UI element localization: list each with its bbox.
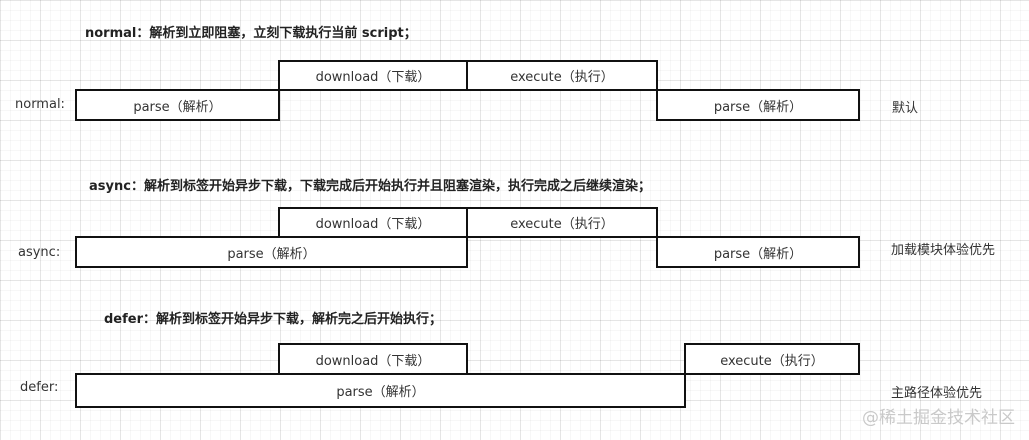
watermark: @稀土掘金技术社区 — [862, 408, 1015, 428]
defer-parse-box: parse（解析） — [75, 373, 686, 408]
async-heading: async：解析到标签开始异步下载，下载完成后开始执行并且阻塞渲染，执行完成之后… — [89, 179, 651, 194]
normal-note: 默认 — [892, 101, 919, 116]
defer-execute-box: execute（执行） — [684, 343, 860, 375]
defer-note: 主路径体验优先 — [891, 386, 983, 401]
normal-download-box: download（下载） — [278, 60, 468, 91]
normal-heading: normal：解析到立即阻塞，立刻下载执行当前 script； — [85, 26, 417, 41]
async-parse-box-1: parse（解析） — [75, 236, 468, 268]
defer-download-box: download（下载） — [278, 343, 468, 375]
async-row-label: async: — [18, 245, 61, 260]
normal-parse-box-2: parse（解析） — [656, 89, 860, 121]
async-parse-box-2: parse（解析） — [656, 236, 860, 268]
normal-execute-box: execute（执行） — [466, 60, 658, 91]
async-execute-box: execute（执行） — [466, 207, 658, 238]
defer-row-label: defer: — [20, 380, 59, 395]
async-note: 加载模块体验优先 — [891, 243, 996, 258]
normal-row-label: normal: — [15, 97, 65, 112]
async-download-box: download（下载） — [278, 207, 468, 238]
defer-heading: defer：解析到标签开始异步下载，解析完之后开始执行； — [104, 312, 443, 327]
normal-parse-box-1: parse（解析） — [75, 89, 280, 121]
